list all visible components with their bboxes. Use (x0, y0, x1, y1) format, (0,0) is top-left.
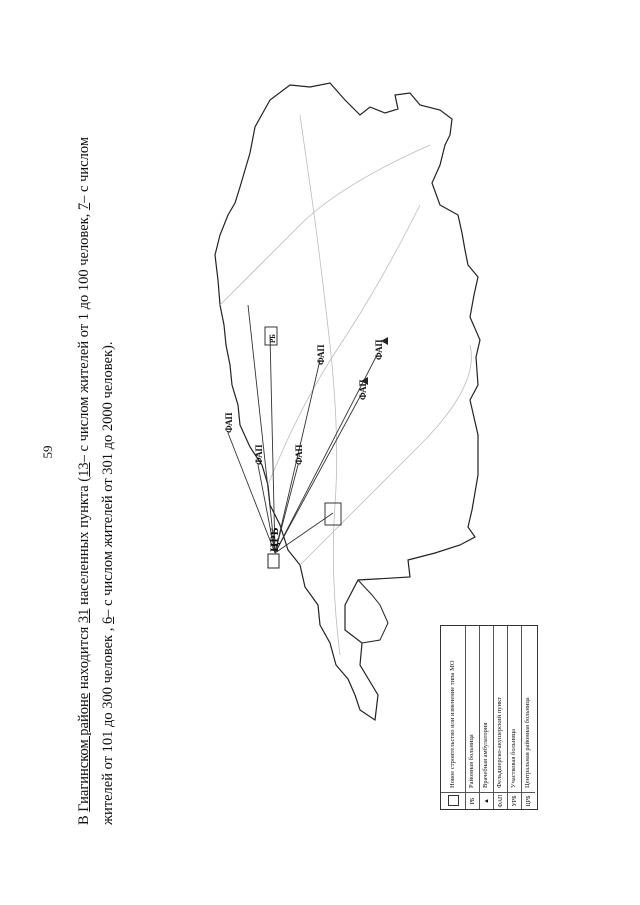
legend-row: УРБ Участковая больница (508, 626, 522, 809)
service-line (269, 334, 276, 554)
legend-text: Фельдшерско-акушерский пункт (496, 697, 504, 788)
district-inner-boundary (357, 579, 389, 644)
legend-symbol: ФАП (494, 792, 507, 809)
roads (219, 114, 472, 656)
road (299, 344, 472, 566)
fap-label: ФАП (254, 445, 264, 465)
legend-text: Районная больница (468, 734, 476, 788)
service-line (257, 464, 276, 554)
legend-row: ▲ Врачебная амбулатория (480, 626, 494, 809)
map-legend: Новое строительство или изменение типа М… (440, 625, 538, 810)
fap-label: ФАП (224, 413, 234, 433)
triangle-icon: ▲ (480, 792, 493, 809)
service-lines (227, 304, 379, 554)
legend-text: Участковая больница (510, 728, 518, 788)
road (299, 114, 341, 656)
legend-row: Новое строительство или изменение типа М… (441, 626, 466, 809)
ambulatory-marker (381, 337, 388, 345)
crb-label: ЦРБ (267, 527, 281, 552)
legend-text: Врачебная амбулатория (482, 722, 490, 788)
legend-symbol: ЦРБ (522, 792, 535, 809)
rb-box (264, 326, 278, 346)
legend-symbol (441, 792, 465, 809)
service-line (274, 359, 321, 554)
rb-label: РБ (269, 334, 277, 343)
legend-symbol: РБ (466, 792, 479, 809)
fap-label: ФАП (358, 380, 368, 400)
legend-row: РБ Районная больница (466, 626, 480, 809)
service-line (274, 392, 363, 554)
fap-label: ФАП (294, 445, 304, 465)
service-line (227, 432, 276, 554)
road (267, 204, 421, 486)
new-facility-box-icon (447, 795, 459, 807)
fap-label: ФАП (316, 345, 326, 365)
service-line (274, 512, 334, 554)
new-facility-marker (324, 502, 342, 526)
legend-row: ЦРБ Центральная районная больница (522, 626, 535, 809)
fap-label: ФАП (374, 340, 384, 360)
legend-text: Новое строительство или изменение типа М… (448, 660, 456, 788)
service-line (274, 352, 379, 554)
legend-symbol: УРБ (508, 792, 521, 809)
legend-row: ФАП Фельдшерско-акушерский пункт (494, 626, 508, 809)
ambulatory-marker (361, 377, 368, 385)
service-line (247, 304, 276, 554)
crb-marker: ЦРБ (267, 527, 281, 569)
road (219, 144, 431, 306)
legend-text: Центральная районная больница (524, 697, 532, 788)
crb-box (267, 553, 280, 569)
